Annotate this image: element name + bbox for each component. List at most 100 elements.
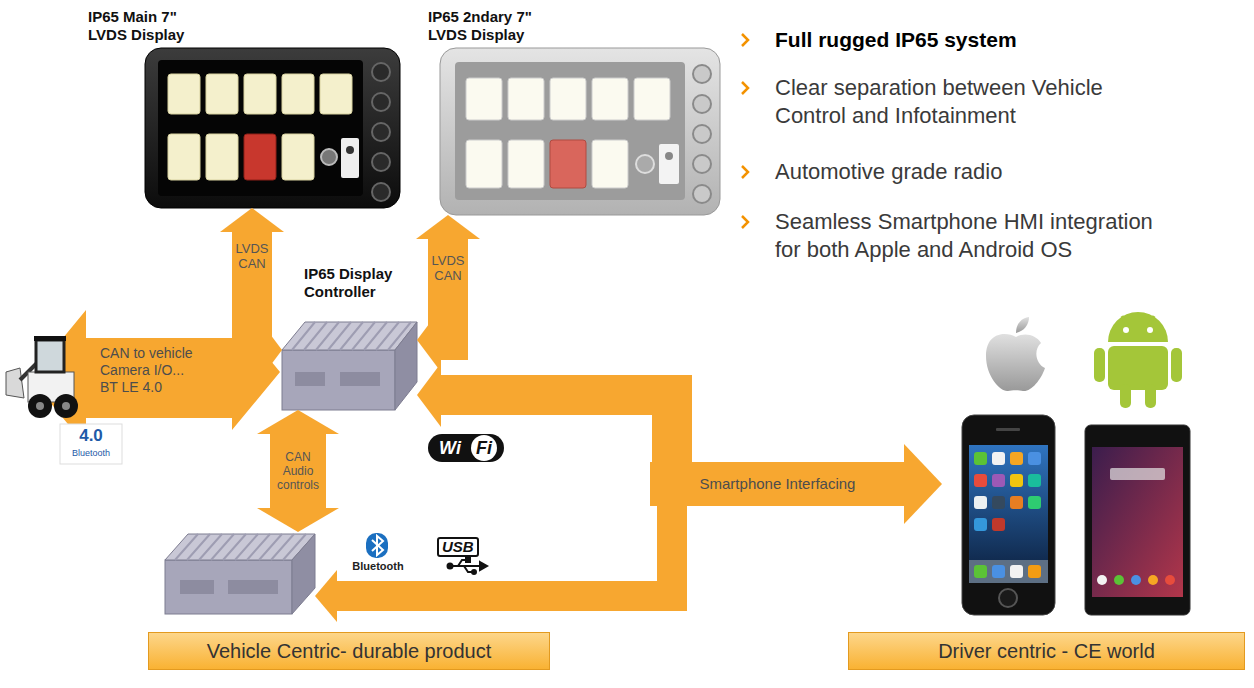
usb-trident [466, 558, 470, 562]
main-display-drawing [168, 74, 352, 180]
secondary-display-drawing [466, 78, 670, 188]
main-display-drawing [372, 63, 390, 201]
main-display-drawing [244, 74, 276, 114]
logo-text: 4.0 [64, 426, 118, 446]
fat-arrow [257, 410, 339, 532]
main-display-drawing [145, 48, 400, 208]
secondary-display-drawing [659, 144, 679, 184]
controller-drawing [295, 372, 325, 386]
node-text: IP65 Main 7" LVDS Display [88, 8, 203, 44]
logo-text: Fi [471, 437, 497, 459]
bullet-chevrons [742, 34, 748, 228]
arrow-head [417, 308, 441, 372]
android-logo [1147, 327, 1153, 333]
iphone [992, 518, 1005, 531]
edge-label: LVDS CAN [232, 241, 272, 271]
secondary-display-drawing [508, 140, 544, 188]
main-display-drawing [321, 149, 337, 165]
arrow-head [417, 363, 441, 427]
iphone [992, 565, 1005, 578]
android-logo [1108, 346, 1168, 390]
bullet-chevrons [742, 166, 748, 178]
apple-logo [986, 334, 1045, 391]
main-display-drawing [244, 134, 276, 180]
main-display-drawing [206, 74, 238, 114]
radio-drawing [165, 560, 292, 614]
fat-arrow [416, 215, 480, 372]
iphone [974, 452, 987, 465]
iphone [969, 445, 1048, 583]
node-text: Smartphone Interfacing [700, 475, 856, 493]
secondary-display-drawing [466, 78, 502, 120]
bluetooth-icon [366, 533, 388, 558]
main-display-drawing [158, 60, 363, 196]
radio-drawing [175, 534, 306, 560]
usb-trident [448, 564, 453, 569]
radio-drawing [165, 534, 315, 560]
iphone [962, 415, 1055, 615]
radio-drawing [165, 534, 315, 614]
fat-arrow [417, 363, 672, 462]
node-text: IP65 Display Controller [304, 265, 416, 301]
android-logo [1123, 327, 1129, 333]
arrow-head [257, 410, 339, 434]
radio-drawing [228, 580, 278, 594]
node-text: Vehicle Centric- durable product [207, 639, 492, 663]
secondary-display-drawing [693, 65, 711, 83]
android-logo [1171, 348, 1182, 382]
iphone [992, 474, 1005, 487]
bluetooth-logo [60, 424, 122, 464]
usb-trident [480, 562, 487, 570]
wifi-logo [428, 434, 504, 462]
bullet-chevrons [742, 82, 748, 94]
secondary-display-drawing [693, 65, 711, 203]
wifi-logo [428, 434, 504, 462]
bluetooth-icon [366, 533, 388, 558]
arrow-label: CAN to vehicle Camera I/O... BT LE 4.0 [100, 345, 200, 396]
arrow-head [257, 508, 339, 532]
node-text: Driver centric - CE world [938, 639, 1155, 663]
loader-vehicle [34, 336, 66, 341]
iphone [974, 565, 987, 578]
android-phone [1148, 575, 1158, 585]
context-band: Vehicle Centric- durable product [148, 632, 550, 670]
bluetooth-logo [60, 424, 122, 464]
secondary-display-drawing [592, 140, 628, 188]
controller-drawing [282, 322, 417, 410]
arrow-shaft [336, 506, 672, 596]
main-display-drawing [372, 153, 390, 171]
usb-trident [472, 570, 476, 574]
phone-arrowhead [904, 444, 942, 524]
android-phone [1085, 425, 1190, 615]
wifi-logo [471, 435, 497, 461]
iphone [1028, 452, 1041, 465]
main-display-drawing [145, 48, 400, 208]
secondary-display-drawing [693, 125, 711, 143]
arrow-head [258, 318, 282, 382]
controller-drawing [292, 322, 411, 350]
iphone [969, 560, 1048, 583]
main-display-drawing [372, 93, 390, 111]
loader-vehicle [28, 394, 52, 418]
android-phone [1114, 575, 1124, 585]
iphone [974, 474, 987, 487]
secondary-display-drawing [550, 78, 586, 120]
controller-box: IP65 Display Controller [282, 320, 417, 410]
secondary-display-drawing [550, 140, 586, 188]
bullet-heading: Full rugged IP65 system [775, 26, 1195, 54]
main-display-drawing [372, 123, 390, 141]
android-phone [1097, 575, 1107, 585]
android-phone [1092, 447, 1183, 597]
arrow-shaft [270, 433, 326, 509]
secondary-display-drawing [466, 140, 502, 188]
arrow-head [220, 208, 284, 232]
android-phone [1110, 468, 1165, 480]
fat-arrow [315, 506, 672, 622]
android-logo [1120, 384, 1131, 408]
android-logo [1094, 348, 1105, 382]
logo-text: Bluetooth [62, 448, 120, 459]
controller-drawing [340, 372, 380, 386]
main-display-drawing [372, 63, 390, 81]
iphone [992, 452, 1005, 465]
